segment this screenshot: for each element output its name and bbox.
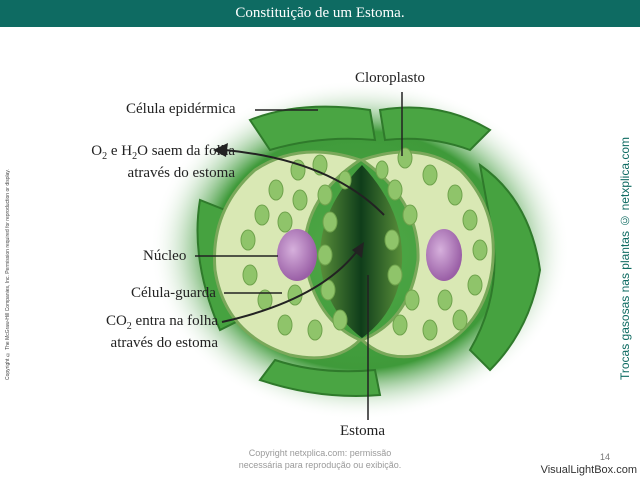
label-nucleo: Núcleo (143, 248, 187, 264)
title-bar: Constituição de um Estoma. (0, 0, 640, 27)
label-celula-epidermica: Célula epidérmica (126, 101, 236, 117)
epidermal-cell (378, 106, 492, 152)
watermark-visuallightbox[interactable]: VisualLightBox.com (540, 464, 637, 476)
nucleus-right (426, 229, 462, 281)
label-co2-entra: CO2 entra na folha através do estoma (105, 313, 218, 351)
arrow-in-head (352, 242, 364, 258)
label-cloroplasto: Cloroplasto (355, 70, 425, 86)
chloroplasts-right (375, 147, 488, 341)
epidermal-cell (468, 162, 542, 372)
side-title-netxplica: Trocas gasosas nas plantas © netxplica.c… (618, 136, 632, 380)
label-celula-guarda: Célula-guarda (131, 285, 216, 301)
arrow-out (224, 149, 385, 216)
arrow-out-head (213, 143, 228, 157)
page-title: Constituição de um Estoma. (235, 5, 405, 21)
stoma-diagram: Cloroplasto Célula epidérmica O2 e H2O s… (0, 27, 640, 480)
page-number: 14 (599, 452, 610, 462)
leader-lines (195, 92, 403, 420)
side-copyright-mcgraw: Copyright © The McGraw-Hill Companies, I… (5, 169, 11, 380)
label-estoma: Estoma (340, 423, 385, 439)
footer-copyright: Copyright netxplica.com: permissão neces… (238, 448, 402, 470)
label-o2-h2o-saem: O2 e H2O saem da folha através do estoma (91, 143, 235, 181)
arrows (221, 149, 385, 323)
epidermal-cell (258, 358, 382, 397)
nucleus-left (277, 229, 317, 281)
chloroplasts-left (240, 154, 352, 341)
stoma-illustration (150, 80, 570, 420)
arrow-in (221, 249, 359, 323)
